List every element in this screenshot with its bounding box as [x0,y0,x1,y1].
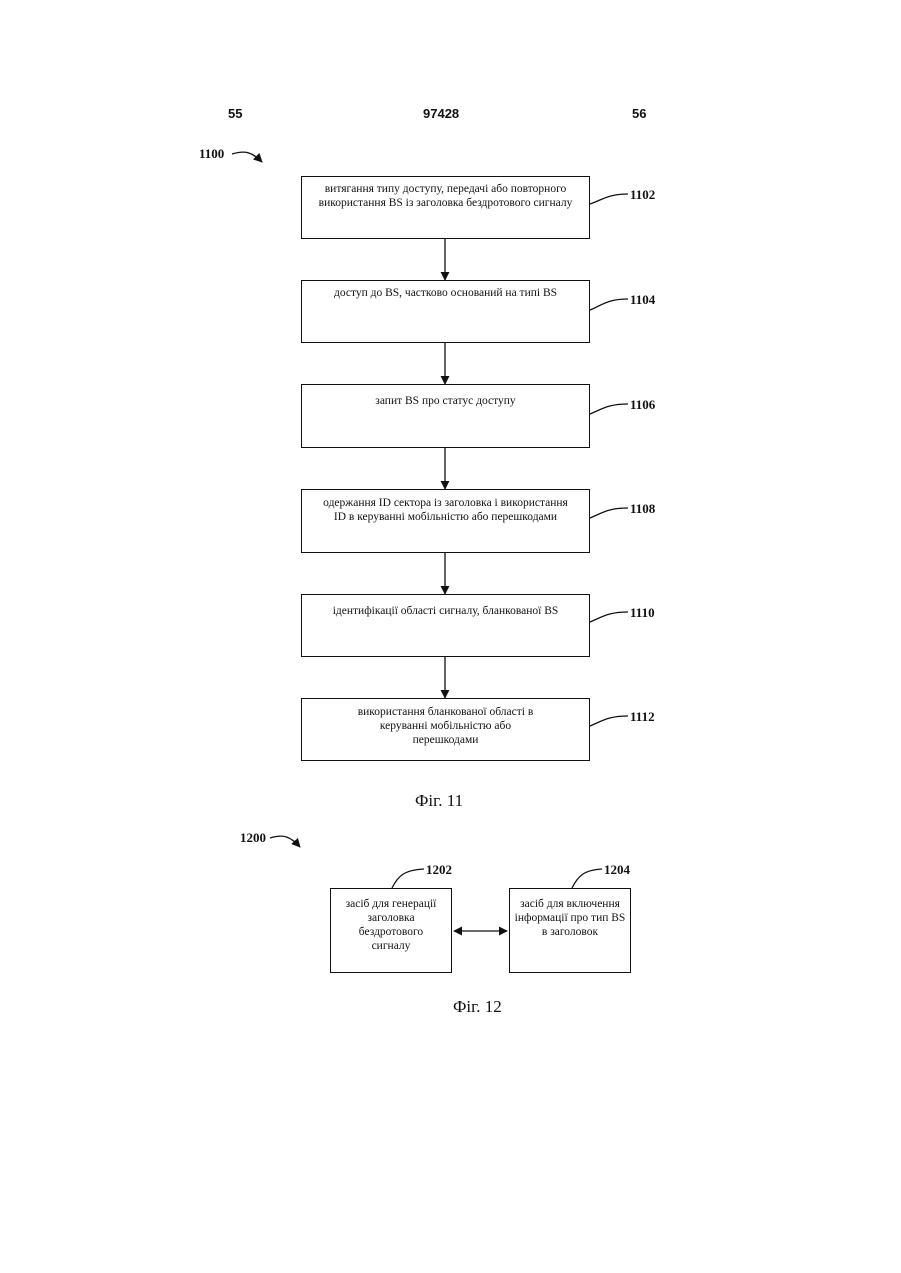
block-1202: засіб для генерації заголовка бездротово… [330,888,452,973]
leader-1110 [590,612,628,622]
flow-step-1112-text: використання бланкованої області в керув… [302,705,589,747]
flow-step-1110-text: ідентифікації області сигналу, бланкован… [302,604,589,618]
leader-1108 [590,508,628,518]
step-ref-1108: 1108 [630,501,655,517]
step-ref-1106: 1106 [630,397,655,413]
figure-11-caption: Фіг. 11 [415,791,463,811]
flow-step-1102-text: витягання типу доступу, передачі або пов… [302,182,589,210]
block-1204-text: засіб для включення інформації про тип B… [510,897,630,939]
step-ref-1104: 1104 [630,292,655,308]
leader-1106 [590,404,628,414]
step-ref-1112: 1112 [630,709,655,725]
figure-11-ref: 1100 [199,146,224,162]
flow-step-1108-text: одержання ID сектора із заголовка і вико… [302,496,589,524]
flow-step-1104: доступ до BS, частково оснований на типі… [301,280,590,343]
ref-1200-leader [270,836,300,847]
figure-12-ref: 1200 [240,830,266,846]
flow-step-1110: ідентифікації області сигналу, бланкован… [301,594,590,657]
leader-1204 [572,869,602,888]
flow-step-1106-text: запит BS про статус доступу [302,394,589,408]
flow-step-1108: одержання ID сектора із заголовка і вико… [301,489,590,553]
figure-12-caption: Фіг. 12 [453,997,502,1017]
step-ref-1102: 1102 [630,187,655,203]
leader-1104 [590,299,628,310]
flow-step-1102: витягання типу доступу, передачі або пов… [301,176,590,239]
block-ref-1202: 1202 [426,862,452,878]
block-1204: засіб для включення інформації про тип B… [509,888,631,973]
block-ref-1204: 1204 [604,862,630,878]
flow-step-1112: використання бланкованої області в керув… [301,698,590,761]
flow-step-1104-text: доступ до BS, частково оснований на типі… [302,286,589,300]
flow-step-1106: запит BS про статус доступу [301,384,590,448]
leader-1112 [590,716,628,726]
block-1202-text: засіб для генерації заголовка бездротово… [331,897,451,953]
leader-1102 [590,194,628,204]
step-ref-1110: 1110 [630,605,655,621]
ref-1100-leader [232,152,262,162]
leader-1202 [392,869,424,888]
